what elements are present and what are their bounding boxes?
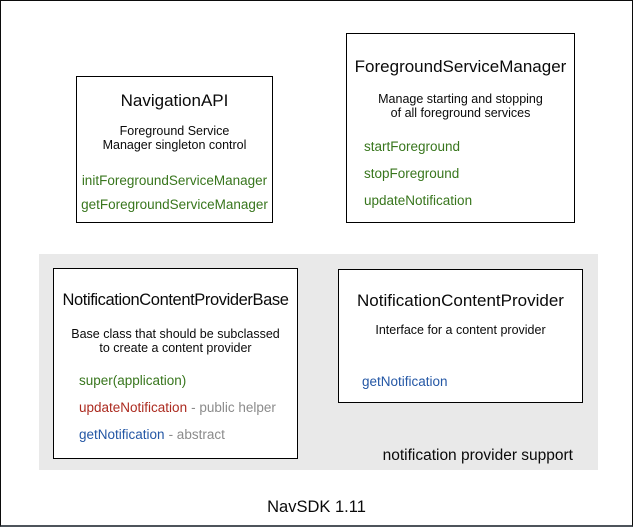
method: startForeground <box>364 140 472 154</box>
description-line: to create a content provider <box>99 341 252 355</box>
method-list: initForegroundServiceManager getForegrou… <box>77 174 272 212</box>
method: getForegroundServiceManager <box>77 198 272 212</box>
method: getNotification <box>362 375 448 389</box>
class-title: ForegroundServiceManager <box>354 57 567 76</box>
method-list: getNotification <box>362 375 448 389</box>
method-name: initForegroundServiceManager <box>81 173 268 188</box>
method: stopForeground <box>364 167 472 181</box>
description-line: Foreground Service <box>119 124 230 138</box>
method: initForegroundServiceManager <box>77 174 272 188</box>
method-name: super(application) <box>79 373 187 388</box>
method-name: getNotification <box>79 427 165 442</box>
class-box-foreground-service-manager: ForegroundServiceManager Manage starting… <box>346 33 575 223</box>
class-description: Base class that should be subclassed to … <box>54 327 297 355</box>
description-line: of all foreground services <box>390 106 531 120</box>
method-name: getNotification <box>362 374 448 389</box>
method: super(application) <box>79 374 276 388</box>
description-line: Manager singleton control <box>102 138 247 152</box>
class-description: Foreground Service Manager singleton con… <box>77 124 272 152</box>
class-box-notification-content-provider: NotificationContentProvider Interface fo… <box>338 269 583 403</box>
method-list: startForeground stopForeground updateNot… <box>364 140 472 208</box>
group-caption: notification provider support <box>382 447 573 464</box>
description-line: Manage starting and stopping <box>378 92 543 106</box>
method-annotation: - public helper <box>191 400 276 415</box>
method-name: startForeground <box>364 139 461 154</box>
diagram-title: NavSDK 1.11 <box>267 498 366 516</box>
class-description: Interface for a content provider <box>339 323 582 337</box>
method: updateNotification <box>364 194 472 208</box>
method-name: updateNotification <box>364 193 473 208</box>
class-description: Manage starting and stopping of all fore… <box>347 92 574 120</box>
description-line: Interface for a content provider <box>375 323 546 337</box>
method-annotation: - abstract <box>168 427 225 442</box>
class-box-navigation-api: NavigationAPI Foreground Service Manager… <box>76 76 273 223</box>
description-line: Base class that should be subclassed <box>71 327 280 341</box>
method-list: super(application) updateNotification- p… <box>79 374 276 442</box>
method-name: getForegroundServiceManager <box>81 197 268 212</box>
method-name: updateNotification <box>79 400 188 415</box>
class-title: NotificationContentProvider <box>357 291 564 310</box>
class-title: NavigationAPI <box>120 91 229 110</box>
method: getNotification- abstract <box>79 428 276 442</box>
class-title: NotificationContentProviderBase <box>62 291 289 309</box>
class-box-notification-content-provider-base: NotificationContentProviderBase Base cla… <box>53 268 298 459</box>
method: updateNotification- public helper <box>79 401 276 415</box>
method-name: stopForeground <box>364 166 460 181</box>
